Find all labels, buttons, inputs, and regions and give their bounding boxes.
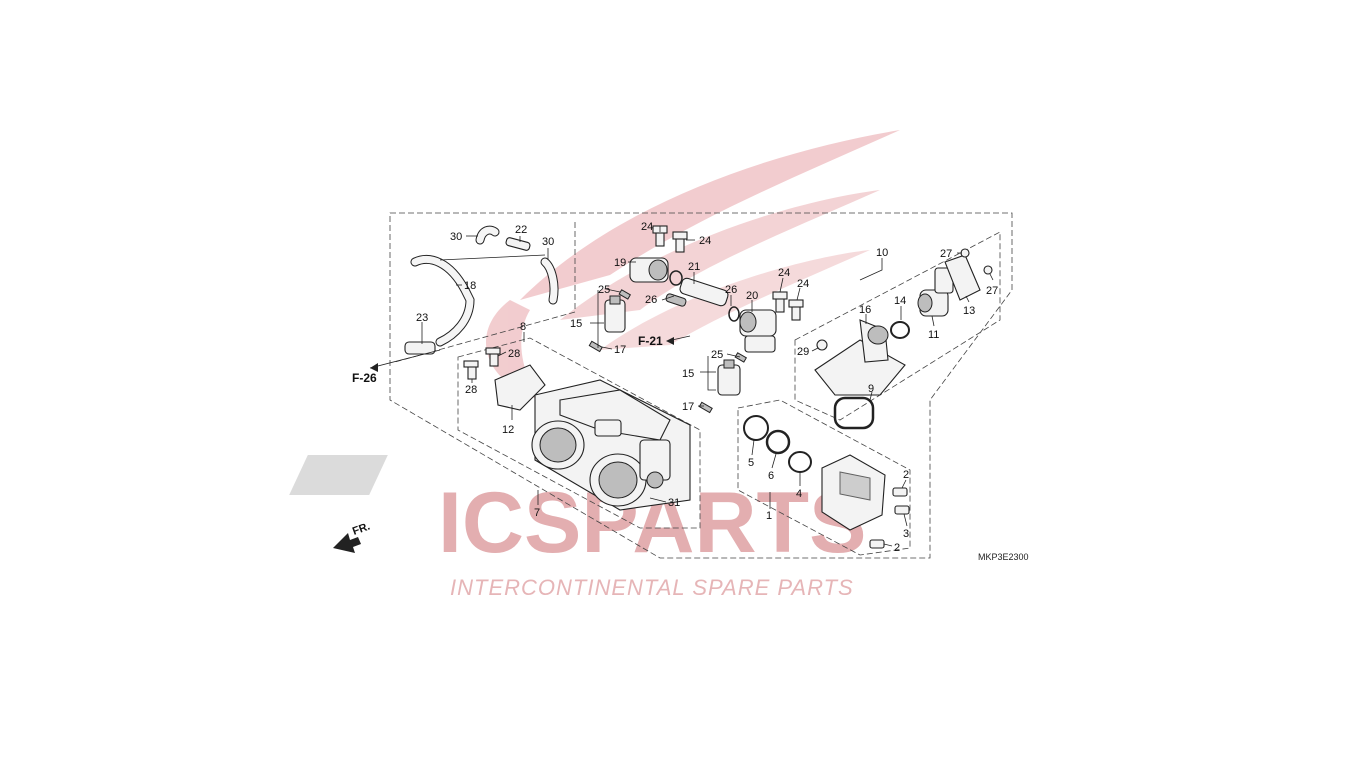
callout-14: 14	[894, 295, 906, 307]
callout-6: 6	[768, 470, 774, 482]
screw-27a[interactable]	[960, 248, 970, 258]
callout-15: 15	[682, 368, 694, 380]
bolt-2a[interactable]	[892, 487, 908, 497]
callout-27: 27	[986, 285, 998, 297]
bracket-12[interactable]	[494, 364, 546, 411]
callout-10: 10	[876, 247, 888, 259]
injector-15a[interactable]	[604, 295, 626, 333]
breather-group-boundary	[394, 222, 576, 363]
ref-label-f21: F-21	[638, 334, 663, 348]
callout-25: 25	[598, 284, 610, 296]
callout-28: 28	[465, 384, 477, 396]
callout-26: 26	[725, 284, 737, 296]
callout-1: 1	[766, 510, 772, 522]
cover-13[interactable]	[944, 254, 981, 301]
o-ring-26a[interactable]	[669, 270, 683, 286]
bolt-24c[interactable]	[772, 291, 788, 313]
callout-17: 17	[682, 401, 694, 413]
leader-lines	[421, 226, 994, 547]
joint-22[interactable]	[505, 237, 531, 251]
callout-11: 11	[928, 329, 939, 341]
throttle-body-boundary	[457, 337, 701, 529]
callout-31: 31	[668, 497, 680, 509]
assembly-boundary	[389, 212, 1013, 559]
sensor-unit-1[interactable]	[821, 454, 886, 531]
o-ring-14[interactable]	[890, 321, 910, 339]
o-ring-26b[interactable]	[728, 306, 740, 322]
idle-motor-11[interactable]	[917, 267, 954, 317]
callout-7: 7	[534, 507, 540, 519]
o-ring-4[interactable]	[788, 451, 812, 473]
throttle-body-7[interactable]	[531, 379, 691, 511]
injector-15b[interactable]	[717, 359, 741, 396]
callout-8: 8	[520, 321, 526, 333]
callout-2: 2	[903, 469, 909, 481]
callout-3: 3	[903, 528, 909, 540]
bolt-24b[interactable]	[672, 231, 688, 253]
callout-29: 29	[797, 346, 809, 358]
callout-13: 13	[963, 305, 975, 317]
gasket-9[interactable]	[833, 396, 875, 430]
seal-25a[interactable]	[618, 289, 632, 300]
ref-label-f26: F-26	[352, 371, 377, 385]
injector-holder-19[interactable]	[629, 257, 669, 283]
callout-16: 16	[859, 304, 871, 316]
joint-6[interactable]	[765, 429, 791, 455]
callout-22: 22	[515, 224, 527, 236]
callout-21: 21	[688, 261, 700, 273]
bolt-3[interactable]	[894, 505, 910, 515]
hose-30-upper[interactable]	[475, 225, 500, 245]
callout-24: 24	[641, 221, 653, 233]
ref-arrow-f21	[666, 335, 691, 345]
callout-30: 30	[450, 231, 462, 243]
callout-24: 24	[699, 235, 711, 247]
callout-23: 23	[416, 312, 428, 324]
callout-24: 24	[778, 267, 790, 279]
callout-19: 19	[614, 257, 626, 269]
callout-17: 17	[614, 344, 626, 356]
breather-hose-18[interactable]	[410, 254, 475, 347]
callout-12: 12	[502, 424, 514, 436]
hose-30-lower[interactable]	[540, 257, 559, 305]
seal-17a[interactable]	[588, 340, 603, 353]
callout-9: 9	[868, 383, 874, 395]
callout-24: 24	[797, 278, 809, 290]
ref-arrow-f26	[369, 349, 441, 372]
callout-4: 4	[796, 488, 802, 500]
callout-20: 20	[746, 290, 758, 302]
regulator-holder-20[interactable]	[739, 309, 777, 353]
bolt-24d[interactable]	[788, 299, 804, 321]
front-label: FR.	[351, 520, 372, 537]
callout-28: 28	[508, 348, 520, 360]
callout-5: 5	[748, 457, 754, 469]
seal-17b[interactable]	[698, 401, 713, 414]
callout-2: 2	[894, 542, 900, 554]
watermark-tagline: INTERCONTINENTAL SPARE PARTS	[450, 575, 854, 600]
hose-connector-23[interactable]	[404, 341, 436, 355]
callout-numbers: 30 22 30 18 23 24 24 19 21 25 26 26 20 1…	[416, 221, 998, 554]
seal-25b[interactable]	[734, 352, 748, 363]
callout-26: 26	[645, 294, 657, 306]
bolt-28a[interactable]	[485, 347, 501, 367]
screw-29[interactable]	[816, 339, 828, 351]
callout-18: 18	[464, 280, 476, 292]
callout-30: 30	[542, 236, 554, 248]
callout-27: 27	[940, 248, 952, 260]
bolt-28b[interactable]	[463, 360, 479, 380]
speckle-area	[289, 455, 388, 495]
front-arrow	[333, 533, 361, 553]
idle-valve-body-10[interactable]	[814, 319, 906, 396]
callout-15: 15	[570, 318, 582, 330]
diagram-code: MKP3E2300	[978, 552, 1029, 562]
callout-25: 25	[711, 349, 723, 361]
watermark-wing-logo	[486, 130, 900, 400]
o-ring-5[interactable]	[743, 415, 769, 441]
screw-27b[interactable]	[983, 265, 993, 275]
bolt-2b[interactable]	[869, 539, 885, 549]
